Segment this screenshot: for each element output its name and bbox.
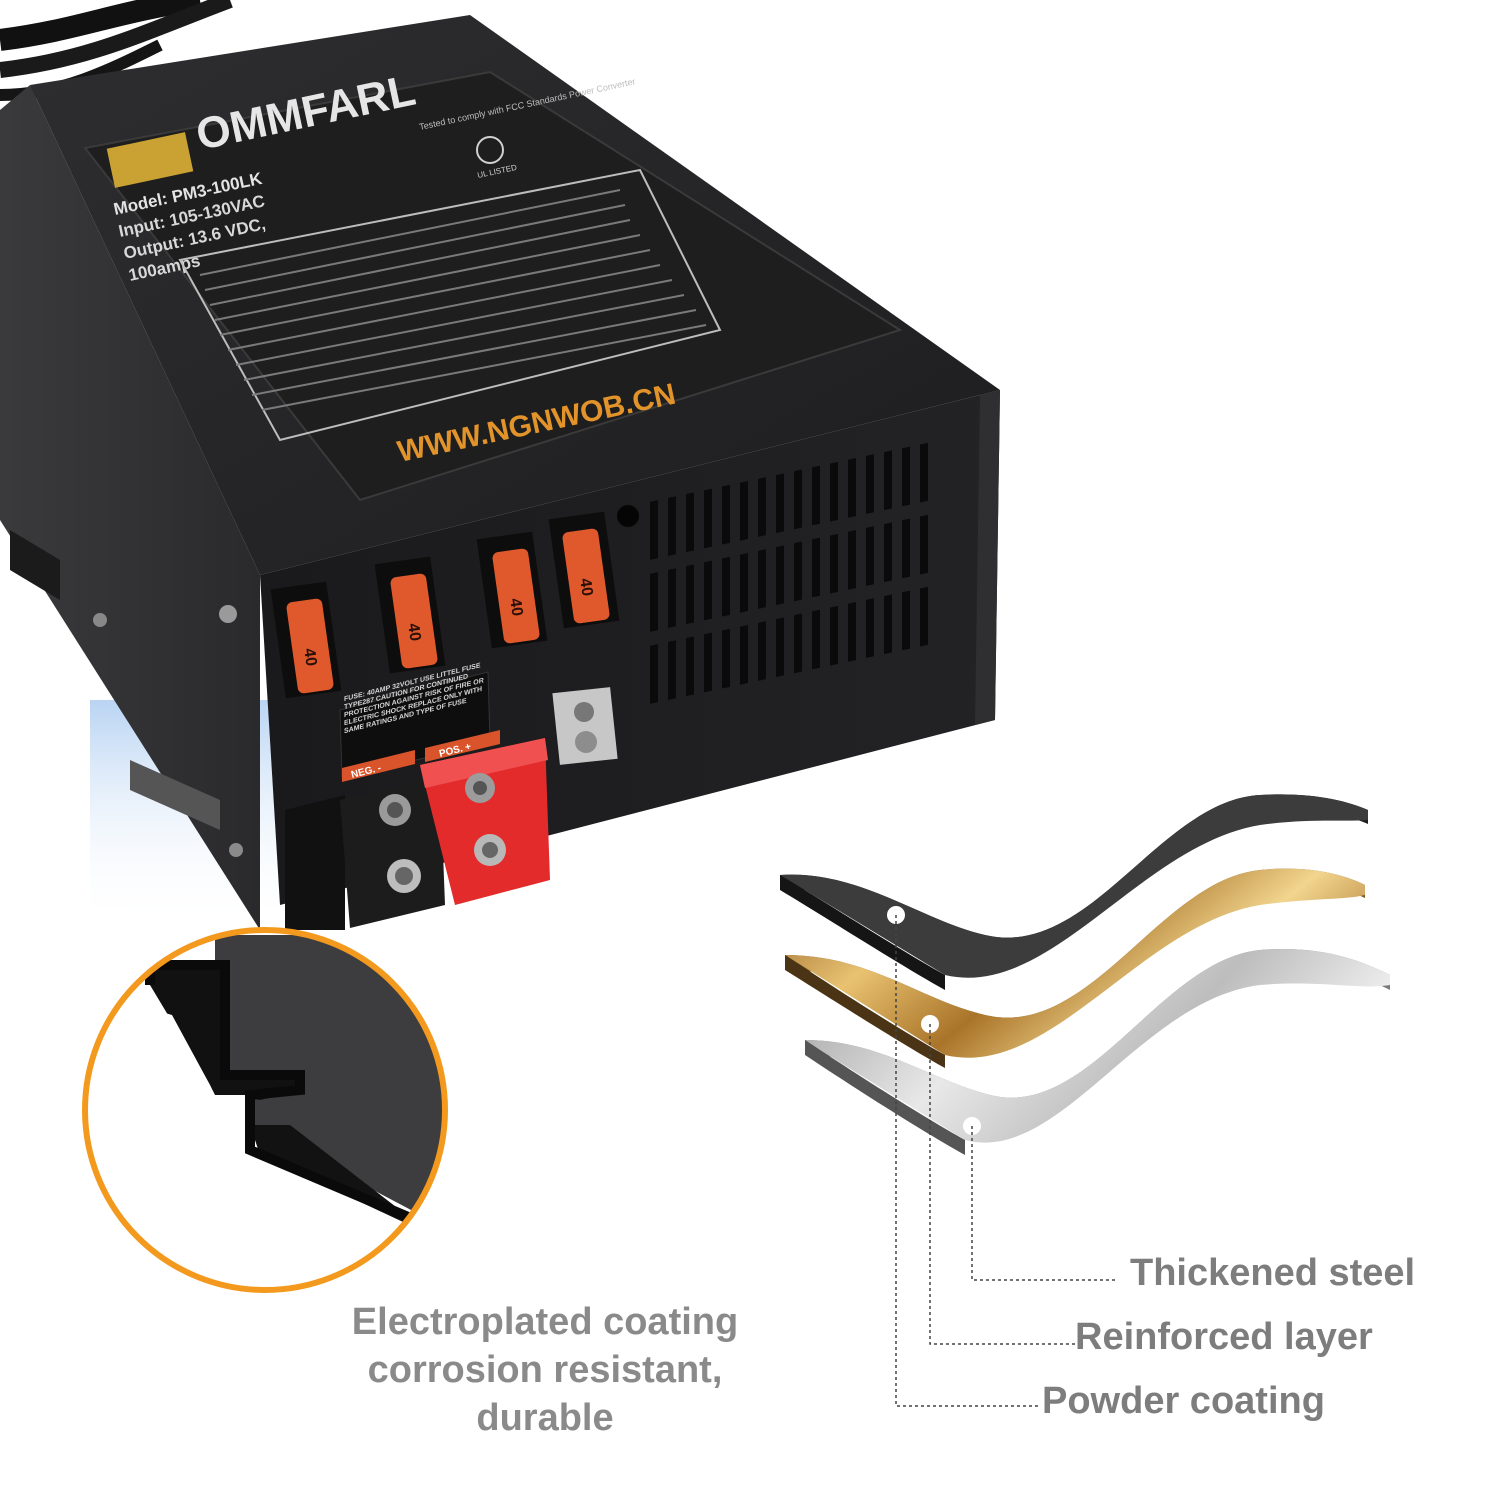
fuse-3-rating: 40 — [506, 597, 525, 617]
reinforced-layer — [785, 868, 1365, 1058]
ul-cert-icon — [476, 136, 504, 164]
reinforced-layer-label: Reinforced layer — [1075, 1316, 1373, 1358]
layer-diagram — [780, 794, 1390, 1407]
coating-closeup — [82, 927, 448, 1293]
product-label: OMMFARL Model: PM3-100LK Input: 105-130V… — [83, 66, 903, 502]
brand-logo — [106, 132, 194, 188]
cooling-vents — [650, 442, 928, 704]
steel-layer — [805, 949, 1390, 1143]
ground-terminal[interactable] — [552, 687, 618, 765]
fuse-2-rating: 40 — [404, 622, 423, 642]
leader-lines — [895, 915, 1115, 1407]
powder-coating-label: Powder coating — [1042, 1380, 1325, 1422]
caption-line-1: Electroplated coating — [351, 1301, 739, 1343]
warning-fine-print — [199, 189, 707, 411]
caption-line-3: durable — [476, 1397, 614, 1439]
fuse-bank: 40 40 40 40 — [270, 505, 639, 699]
negative-terminal[interactable] — [340, 775, 445, 928]
indicator-led — [617, 505, 639, 527]
fuse-4-rating: 40 — [576, 577, 595, 597]
powder-layer — [780, 794, 1368, 978]
fuse-2[interactable]: 40 — [390, 573, 438, 669]
fuse-3[interactable]: 40 — [492, 548, 540, 644]
fuse-1-rating: 40 — [300, 647, 319, 667]
caption-line-2: corrosion resistant, — [367, 1349, 723, 1391]
fuse-4[interactable]: 40 — [562, 528, 610, 624]
fuse-1[interactable]: 40 — [286, 598, 334, 694]
terminal-block — [285, 687, 618, 930]
coating-caption: Electroplated coating corrosion resistan… — [300, 1298, 790, 1442]
thickened-steel-label: Thickened steel — [1130, 1252, 1416, 1294]
callout-ring — [82, 927, 448, 1293]
